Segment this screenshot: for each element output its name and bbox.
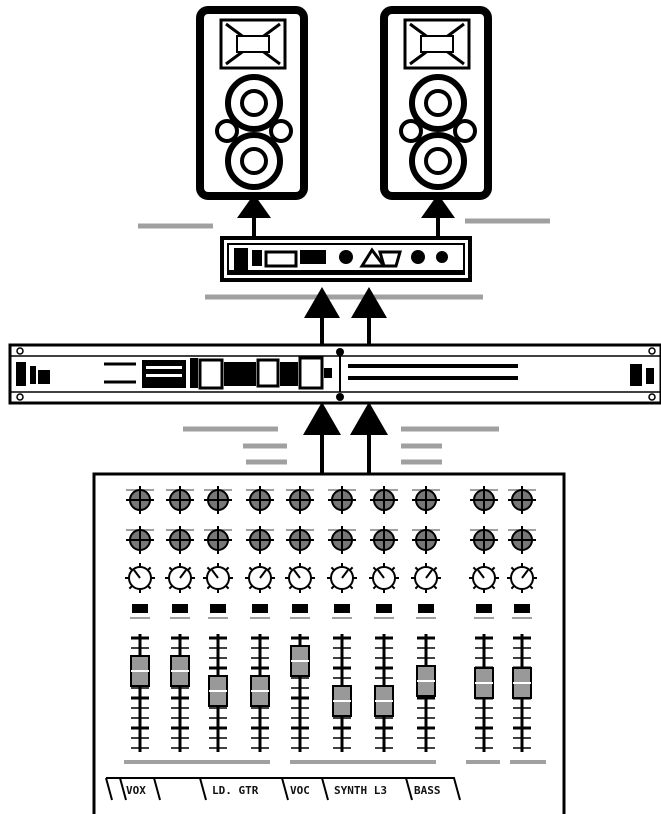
mute-button	[418, 604, 434, 613]
left-speaker-icon	[200, 10, 304, 196]
pan-knob-icon	[165, 563, 195, 593]
pan-knob-icon	[245, 563, 275, 593]
mute-button	[252, 604, 268, 613]
pan-knob-icon	[203, 563, 233, 593]
mixer-to-processor-arrows	[303, 402, 388, 475]
pan-knob-icon	[369, 563, 399, 593]
channel-label-bass: BASS	[414, 784, 441, 797]
amp-to-speaker-arrows	[237, 194, 455, 240]
pan-knob-icon	[469, 563, 499, 593]
mute-button	[172, 604, 188, 613]
mute-button	[210, 604, 226, 613]
mute-button	[334, 604, 350, 613]
mute-button	[514, 604, 530, 613]
pan-knob-icon	[285, 563, 315, 593]
channel-label-ld-gtr: LD. GTR	[212, 784, 259, 797]
channel-label-voc: VOC	[290, 784, 310, 797]
mute-button	[476, 604, 492, 613]
pan-knob-icon	[507, 563, 537, 593]
pan-knob-icon	[125, 563, 155, 593]
mute-button	[132, 604, 148, 613]
rack-processor-icon	[10, 345, 661, 403]
pan-knob-icon	[411, 563, 441, 593]
right-speaker-icon	[384, 10, 488, 196]
channel-label-vox: VOX	[126, 784, 146, 797]
power-amplifier-icon	[222, 238, 470, 280]
mute-button	[292, 604, 308, 613]
mute-button	[376, 604, 392, 613]
pan-knob-icon	[327, 563, 357, 593]
channel-label-synth: SYNTH L3	[334, 784, 387, 797]
